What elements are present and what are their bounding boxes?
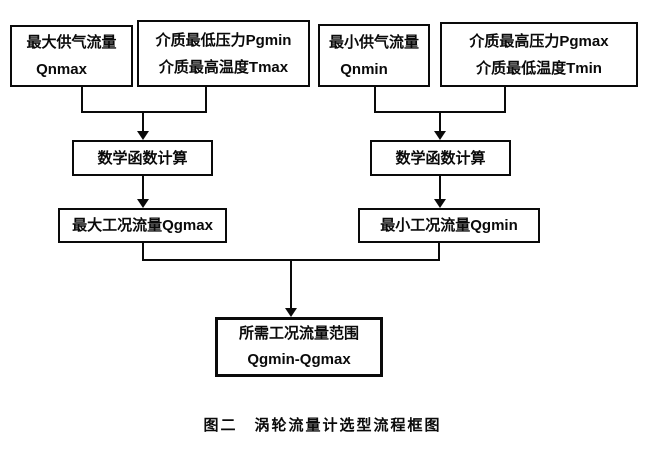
node-label-line1: 所需工况流量范围 [238, 325, 359, 342]
connector-qnmax-down [81, 87, 83, 113]
arrowhead-into-qgmax [137, 199, 149, 208]
node-label-line1: 最小供气流量 [328, 33, 419, 51]
node-label-line1: 介质最低压力Pgmin [155, 31, 292, 49]
node-max-working-flow: 最大工况流量Qgmax [58, 208, 227, 243]
connector-right-join [374, 111, 506, 113]
arrowhead-into-qgmin [434, 199, 446, 208]
node-label: 最小工况流量Qgmin [380, 217, 518, 234]
figure-caption: 图二 涡轮流量计选型流程框图 [203, 417, 442, 434]
node-label-line2: Qnmin [340, 60, 388, 78]
connector-left-join [81, 111, 207, 113]
connector-pgmin-down [205, 87, 207, 113]
node-min-pressure-max-temp: 介质最低压力Pgmin 介质最高温度Tmax [137, 20, 310, 87]
connector-qgmax-down [142, 243, 144, 261]
node-min-working-flow: 最小工况流量Qgmin [358, 208, 540, 243]
node-label-line2: Qgmin-Qgmax [247, 351, 351, 368]
node-label: 数学函数计算 [97, 149, 188, 167]
arrowhead-into-calc-left [137, 131, 149, 140]
connector-merge-join [142, 259, 440, 261]
connector-qnmin-down [374, 87, 376, 113]
node-min-supply-flow: 最小供气流量 Qnmin [318, 24, 430, 87]
node-label-line2: 介质最低温度Tmin [476, 59, 602, 77]
connector-calc-right-to-qgmin [439, 176, 441, 199]
node-max-supply-flow: 最大供气流量 Qnmax [10, 25, 133, 87]
node-required-flow-range: 所需工况流量范围 Qgmin-Qgmax [215, 317, 383, 377]
node-math-function-calc-left: 数学函数计算 [72, 140, 213, 176]
connector-pgmax-down [504, 87, 506, 113]
arrowhead-into-result [285, 308, 297, 317]
node-label: 数学函数计算 [395, 149, 486, 167]
node-label-line2: 介质最高温度Tmax [158, 58, 289, 76]
connector-qgmin-down [438, 243, 440, 261]
node-math-function-calc-right: 数学函数计算 [370, 140, 511, 176]
node-label-line1: 介质最高压力Pgmax [469, 32, 609, 50]
connector-left-to-calc [142, 113, 144, 131]
node-label-line2: Qnmax [36, 61, 87, 78]
node-label-line1: 最大供气流量 [26, 34, 117, 51]
connector-calc-left-to-qgmax [142, 176, 144, 199]
node-max-pressure-min-temp: 介质最高压力Pgmax 介质最低温度Tmin [440, 22, 638, 87]
arrowhead-into-calc-right [434, 131, 446, 140]
connector-merge-to-result [290, 261, 292, 308]
node-label: 最大工况流量Qgmax [72, 217, 213, 234]
connector-right-to-calc [439, 113, 441, 131]
